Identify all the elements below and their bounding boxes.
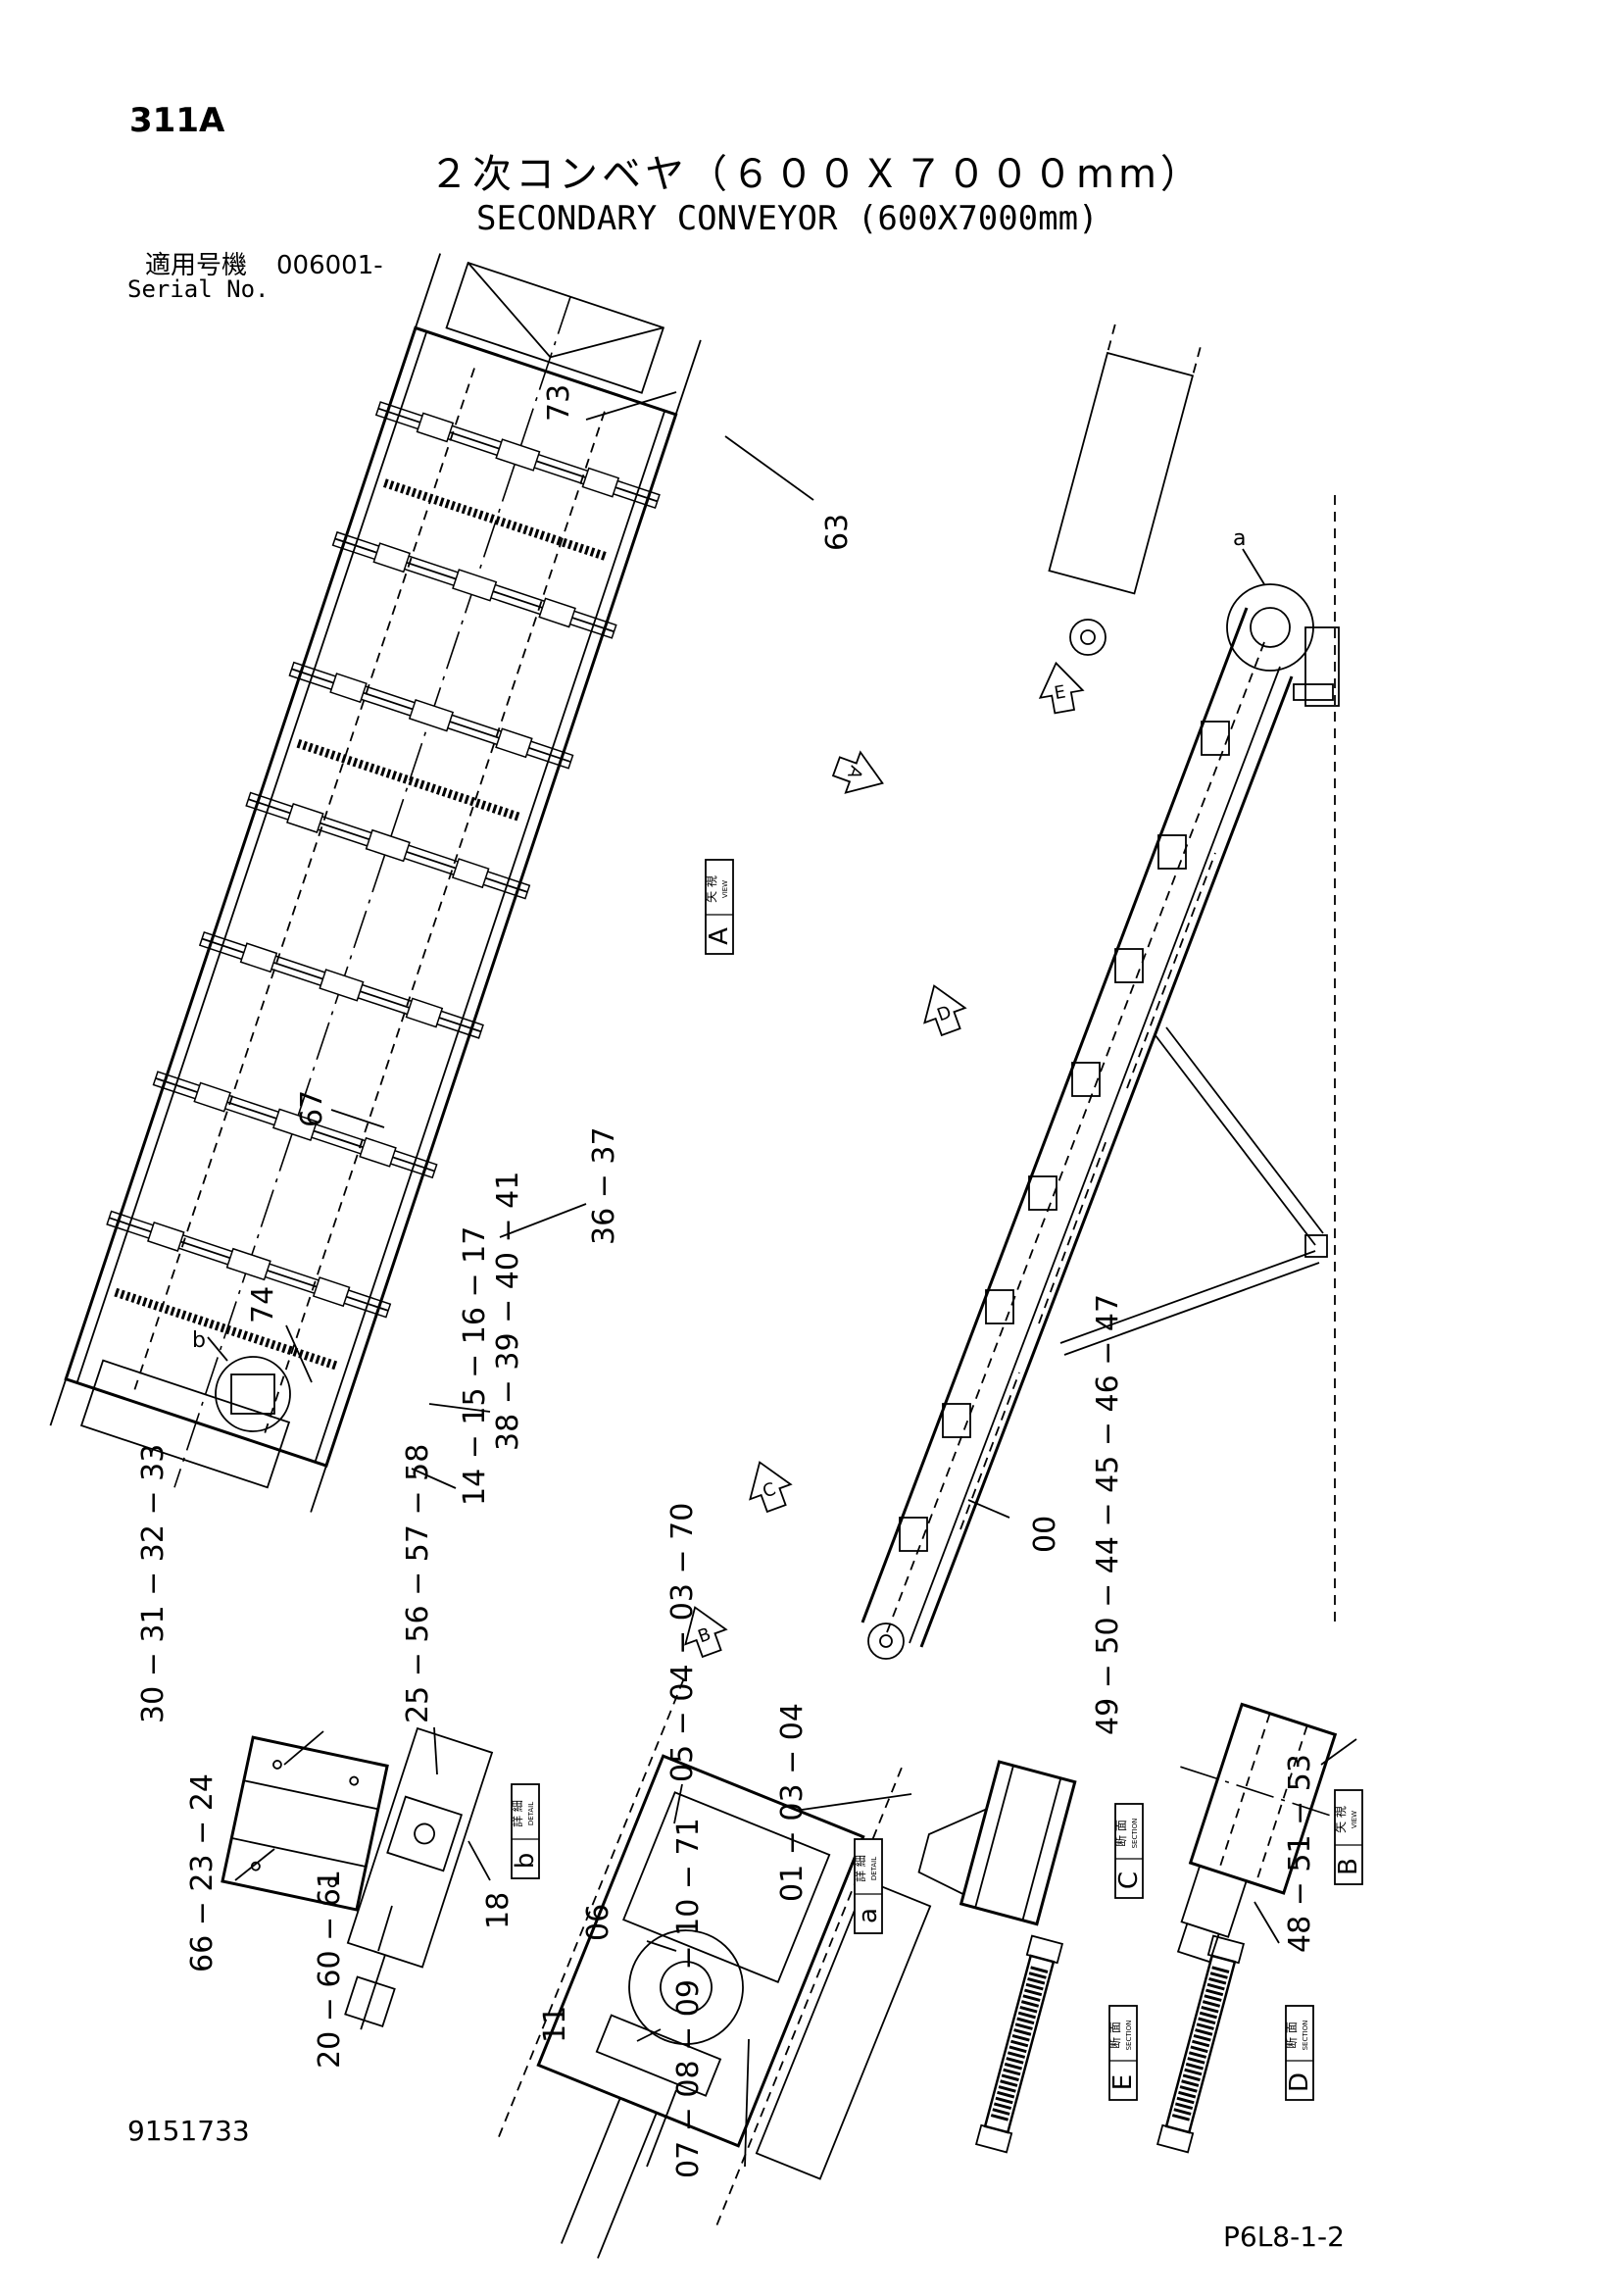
- plan-center-line: [173, 296, 571, 1488]
- serial-number-value: 006001-: [276, 251, 383, 280]
- svg-text:SECTION: SECTION: [1131, 1819, 1139, 1849]
- side-belt-top: [861, 607, 1249, 1623]
- svg-text:DETAIL: DETAIL: [870, 1857, 878, 1880]
- callout-63: 63: [820, 514, 855, 551]
- detail-b-drawing: [221, 1726, 494, 2030]
- callout-36-37: 36 − 37: [587, 1126, 621, 1245]
- svg-text:b: b: [511, 1853, 540, 1870]
- callout-07-71: 07 − 08 − 09 − 10 − 71: [671, 1818, 706, 2178]
- svg-text:DETAIL: DETAIL: [527, 1802, 535, 1825]
- svg-text:矢 視: 矢 視: [704, 875, 718, 903]
- callout-06: 06: [581, 1904, 615, 1941]
- plan-head-chute: [445, 261, 665, 394]
- callout-49-47: 49 − 50 − 44 − 45 − 46 − 47: [1091, 1294, 1125, 1735]
- svg-text:断 面: 断 面: [1284, 2021, 1299, 2049]
- svg-text:E: E: [1108, 2074, 1138, 2090]
- svg-text:VIEW: VIEW: [721, 880, 729, 898]
- tag-view-b: 矢 視 VIEW B: [1333, 1789, 1363, 1885]
- callout-14-17: 14 − 15 − 16 − 17: [458, 1226, 492, 1506]
- callout-18: 18: [481, 1892, 516, 1929]
- page-title-english: SECONDARY CONVEYOR (600X7000mm): [476, 199, 1099, 238]
- support-leg-lower: [1059, 1250, 1316, 1344]
- svg-text:a: a: [854, 1908, 883, 1923]
- detail-a-marker: a: [1233, 526, 1246, 551]
- callout-00: 00: [1028, 1516, 1062, 1553]
- svg-text:E: E: [1053, 681, 1067, 704]
- callout-48-53: 48 − 51 − 53: [1283, 1754, 1317, 1953]
- view-b-drawing: [1176, 1702, 1349, 1964]
- svg-text:A: A: [705, 927, 734, 945]
- plan-tail-box: [79, 1359, 291, 1489]
- side-belt-bottom: [919, 675, 1294, 1648]
- document-number: 9151733: [127, 2115, 250, 2147]
- section-d-drawing: [1156, 1934, 1246, 2154]
- svg-text:矢 視: 矢 視: [1333, 1806, 1348, 1833]
- tag-section-e: 断 面 SECTION E: [1107, 2005, 1138, 2101]
- tail-pulley: [867, 1622, 905, 1660]
- callout-38-41: 38 − 39 − 40 − 41: [491, 1172, 525, 1451]
- callout-74: 74: [246, 1286, 280, 1323]
- sheet-code: P6L8-1-2: [1223, 2221, 1345, 2253]
- svg-text:D: D: [934, 1002, 954, 1025]
- svg-text:C: C: [1114, 1872, 1144, 1889]
- callout-73: 73: [542, 384, 576, 422]
- svg-text:B: B: [1334, 1858, 1363, 1875]
- view-arrow-e: E: [1033, 658, 1087, 717]
- plan-view: [49, 253, 702, 1513]
- svg-text:SECTION: SECTION: [1125, 2021, 1133, 2051]
- callout-67: 67: [295, 1090, 329, 1127]
- view-arrow-d: D: [912, 977, 972, 1040]
- tag-detail-b: 詳 細 DETAIL b: [510, 1783, 540, 1879]
- page-title-japanese: ２次コンベヤ（６００Ｘ７０００mm）: [429, 152, 1204, 197]
- part-callouts: 73 63 67 36 − 37 74 38 − 39 − 40 − 41 14…: [136, 384, 1317, 2178]
- svg-text:SECTION: SECTION: [1302, 2021, 1309, 2051]
- side-head-chute: [1048, 324, 1202, 595]
- view-arrow-c: C: [738, 1454, 798, 1517]
- section-c-drawing: [917, 1760, 1077, 1926]
- leader-lines: [234, 391, 1357, 2168]
- plan-frame-outline: [64, 325, 678, 1468]
- svg-text:断 面: 断 面: [1107, 2021, 1122, 2049]
- page-number: 311A: [129, 101, 225, 140]
- tag-section-d: 断 面 SECTION D: [1284, 2005, 1314, 2101]
- callout-01-04: 01 − 03 − 04: [775, 1703, 810, 1902]
- tag-view-a: 矢 視 VIEW A: [704, 859, 734, 955]
- callout-20-61: 20 − 60 − 61: [313, 1870, 347, 2069]
- support-leg-upper: [1154, 1033, 1316, 1246]
- section-e-drawing: [974, 1934, 1064, 2154]
- detail-a-drawing: [495, 1678, 932, 2259]
- view-arrow-a: A: [828, 745, 891, 805]
- serial-label-japanese: 適用号機: [145, 251, 248, 280]
- tag-detail-a: 詳 細 DETAIL a: [853, 1838, 883, 1934]
- serial-label-english: Serial No.: [127, 275, 270, 303]
- callout-25-58: 25 − 56 − 57 − 58: [401, 1444, 435, 1723]
- tag-section-c: 断 面 SECTION C: [1113, 1803, 1144, 1899]
- callout-66-24: 66 − 23 − 24: [185, 1773, 220, 1972]
- svg-text:D: D: [1285, 2072, 1314, 2092]
- callout-11: 11: [538, 2006, 572, 2043]
- svg-text:断 面: 断 面: [1113, 1820, 1128, 1847]
- callout-05-70: 05 − 04 − 03 − 70: [665, 1503, 700, 1782]
- detail-b-circle: [215, 1356, 291, 1432]
- svg-text:詳 細: 詳 細: [853, 1855, 867, 1882]
- svg-text:詳 細: 詳 細: [510, 1800, 524, 1827]
- callout-30-33: 30 − 31 − 32 − 33: [136, 1444, 171, 1723]
- svg-text:VIEW: VIEW: [1351, 1811, 1358, 1828]
- view-arrow-b: B: [673, 1599, 733, 1662]
- detail-b-marker: b: [192, 1328, 206, 1353]
- side-view: a: [861, 324, 1340, 1660]
